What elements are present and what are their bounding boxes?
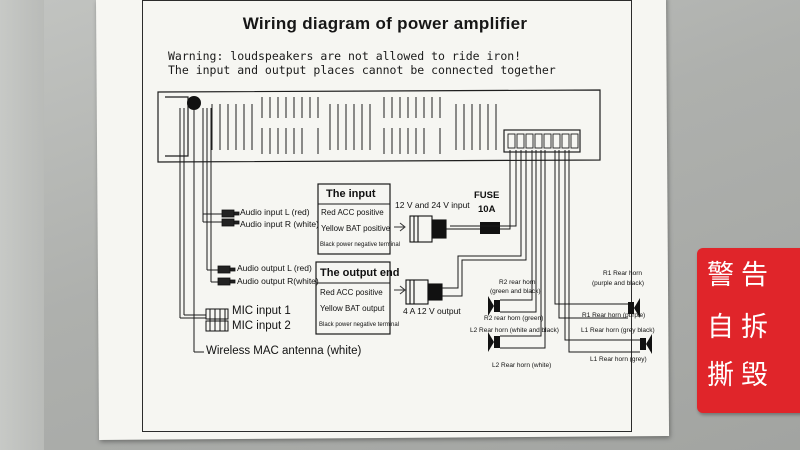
warning-char-1: 警 — [707, 260, 734, 291]
input-box — [317, 183, 391, 255]
power-output-label: 4 A 12 V output — [403, 306, 461, 316]
output-box-row-2: Yellow BAT output — [320, 304, 385, 313]
terminal-block — [507, 133, 579, 149]
l1-grey-label: L1 Rear horn (grey) — [590, 356, 647, 363]
audio-output-l-label: Audio output L (red) — [237, 263, 312, 273]
amplifier-vent-slots — [211, 97, 497, 154]
rca-plugs-audio-output — [217, 265, 236, 286]
speaker-r1 — [628, 298, 640, 318]
warning-line-2: The input and output places cannot be co… — [168, 63, 556, 77]
speaker-wires — [500, 150, 640, 353]
r1-label-2: (purple and black) — [592, 280, 645, 287]
audio-output-r-label: Audio output R(white) — [237, 276, 319, 286]
warning-char-6: 毁 — [741, 360, 768, 391]
mic-input-2-label: MIC input 2 — [232, 320, 291, 332]
signal-cables-left — [179, 108, 222, 353]
antenna-label: Wireless MAC antenna (white) — [206, 345, 362, 357]
input-box-row-1: Red ACC positive — [321, 208, 384, 217]
l2-left-label: L2 Rear horn (white) — [492, 362, 552, 369]
warning-char-5: 撕 — [707, 360, 734, 391]
input-box-row-3: Black power negative terminal — [320, 242, 401, 248]
r1-purple-label: R1 Rear horn (purple) — [582, 312, 646, 319]
r1-label: R1 Rear horn — [603, 270, 643, 277]
l1-grey-black-label: L1 Rear horn (grey black) — [581, 327, 655, 334]
r2-left-label: R2 rear horn — [499, 279, 536, 286]
left-edge-strip — [0, 0, 44, 450]
diagram-title: Wiring diagram of power amplifier — [242, 14, 528, 33]
amplifier-unit — [157, 89, 601, 163]
rca-plugs-audio-input — [221, 209, 240, 227]
fuse — [480, 222, 500, 234]
output-box-row-3: Black power negative terminal — [319, 322, 400, 328]
audio-input-r-label: Audio input R (white) — [240, 219, 319, 229]
mic-connectors — [205, 308, 229, 332]
power-output-connector — [405, 279, 443, 305]
input-box-heading: The input — [326, 188, 376, 200]
antenna-jack — [187, 96, 201, 110]
warning-char-3: 自 — [707, 312, 734, 343]
box-arrows — [394, 222, 406, 295]
l2-right-label: L2 Rear horn (white and black) — [470, 327, 559, 334]
mic-input-1-label: MIC input 1 — [232, 305, 291, 317]
warning-line-1: Warning: loudspeakers are not allowed to… — [168, 49, 522, 63]
speaker-l2 — [488, 332, 500, 352]
speaker-l1 — [640, 334, 652, 354]
fuse-label: FUSE — [474, 190, 500, 201]
output-box-heading: The output end — [320, 267, 400, 279]
output-box — [315, 261, 391, 335]
speaker-r2 — [488, 296, 500, 316]
output-box-row-1: Red ACC positive — [320, 288, 383, 297]
warning-char-4: 拆 — [741, 312, 768, 343]
warning-char-2: 告 — [741, 260, 768, 291]
power-input-voltage-label: 12 V and 24 V input — [395, 200, 470, 210]
r2-left-label-2: (green and black) — [490, 288, 541, 295]
audio-input-l-label: Audio input L (red) — [240, 207, 310, 217]
r2-right-label: R2 rear horn (green) — [484, 315, 544, 322]
warning-sticker: 警 告 自 拆 撕 毁 — [697, 248, 800, 413]
power-wires — [442, 150, 527, 297]
diagram-frame — [142, 0, 632, 432]
fuse-rating-label: 10A — [478, 204, 496, 215]
power-input-connector — [409, 215, 480, 243]
input-box-row-2: Yellow BAT positive — [321, 224, 391, 233]
